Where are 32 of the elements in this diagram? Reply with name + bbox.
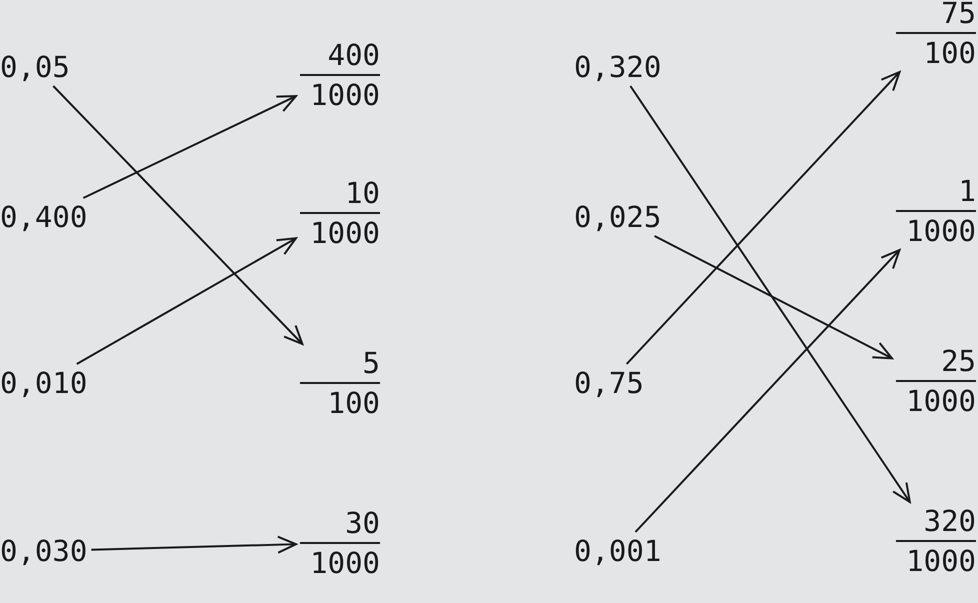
arrow (76, 237, 297, 365)
numerator: 5 (362, 346, 380, 380)
arrow (91, 536, 297, 554)
denominator: 100 (326, 386, 380, 420)
decimal-number: 0,75 (574, 366, 644, 400)
arrow (630, 85, 911, 503)
arrow (654, 235, 893, 360)
numerator: 75 (940, 0, 976, 30)
arrow (82, 95, 297, 199)
decimal-number: 0,400 (0, 200, 88, 234)
decimal-number: 0,05 (0, 50, 70, 84)
denominator: 1000 (905, 384, 976, 418)
denominator: 1000 (309, 216, 380, 250)
arrow (626, 71, 901, 365)
denominator: 1000 (309, 546, 380, 580)
numerator: 320 (922, 504, 976, 538)
numerator: 1 (958, 174, 976, 208)
decimal-number: 0,030 (0, 534, 88, 568)
denominator: 1000 (905, 544, 976, 578)
decimal-number: 0,320 (574, 50, 662, 84)
numerator: 10 (344, 176, 380, 210)
denominator: 100 (922, 36, 976, 70)
decimal-number: 0,001 (574, 534, 662, 568)
denominator: 1000 (905, 214, 976, 248)
numerator: 25 (940, 344, 976, 378)
denominator: 1000 (309, 78, 380, 112)
arrow (634, 249, 900, 533)
decimal-number: 0,025 (574, 200, 662, 234)
numerator: 30 (344, 506, 380, 540)
numerator: 400 (326, 38, 380, 72)
decimal-number: 0,010 (0, 366, 88, 400)
arrow (52, 85, 304, 345)
